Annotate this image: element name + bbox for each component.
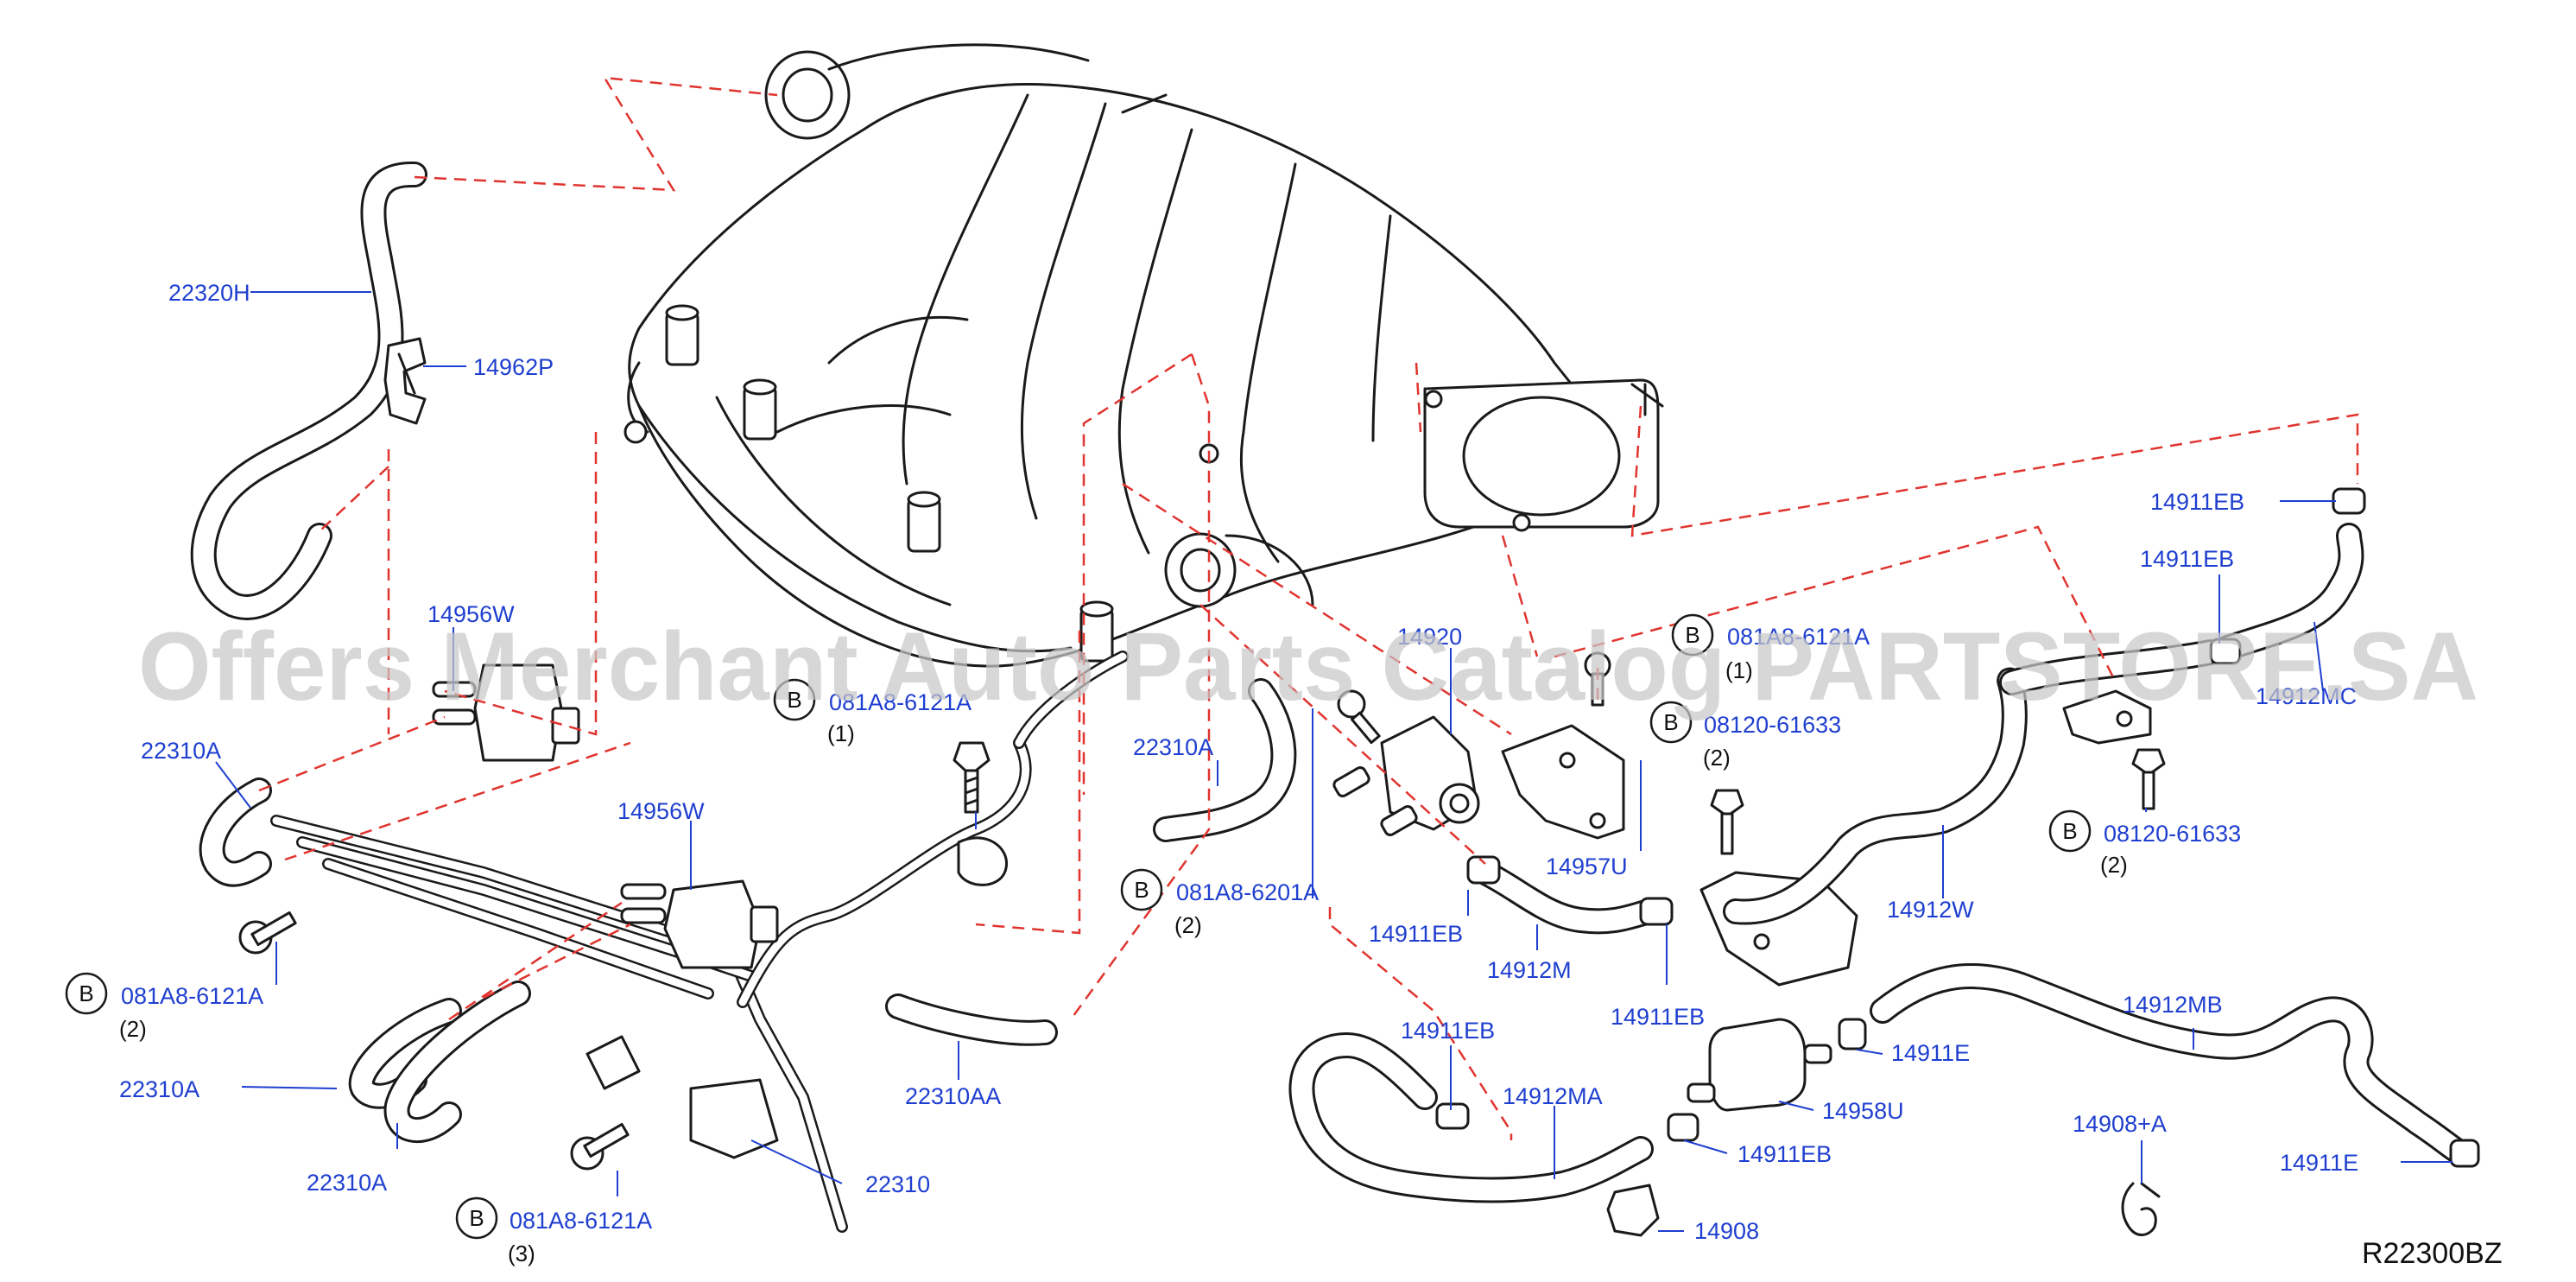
bolt-symbol-g: B	[2048, 809, 2092, 853]
hose-clamp-14911E-a-icon	[1838, 1018, 1867, 1050]
hose-clamp-14911EB-f-icon	[2209, 638, 2242, 665]
label-14908A[interactable]: 14908+A	[2073, 1111, 2167, 1137]
vacuum-hose-14912MA-icon	[1288, 1032, 1654, 1203]
label-14958U[interactable]: 14958U	[1822, 1098, 1904, 1124]
hose-clamp-14911EB-a-icon	[1466, 855, 1501, 885]
bolt-081A8-6121A-left-icon	[238, 911, 297, 955]
label-081A8-6121A-bottom[interactable]: 081A8-6121A	[510, 1208, 652, 1234]
label-081A8-6201A[interactable]: 081A8-6201A	[1176, 879, 1319, 905]
bracket-14912MC-icon	[2062, 689, 2152, 745]
label-22310[interactable]: 22310	[865, 1171, 930, 1197]
leader-lines	[215, 291, 2453, 1232]
bolt-symbol-a: B	[773, 678, 816, 721]
bolt-symbol-text: B	[787, 687, 801, 713]
label-22310AA[interactable]: 22310AA	[905, 1083, 1001, 1109]
label-14911EB-a[interactable]: 14911EB	[1369, 921, 1463, 947]
label-08120-61633-center[interactable]: 08120-61633	[1704, 712, 1841, 738]
label-081A8-6121A-left[interactable]: 081A8-6121A	[121, 983, 263, 1009]
bolt-symbol-text: B	[79, 981, 93, 1006]
bolt-symbol-text: B	[2062, 818, 2077, 844]
assembly-lines	[258, 76, 2359, 1140]
label-14920[interactable]: 14920	[1397, 624, 1462, 650]
vacuum-solenoid-valve-14956W-lower-icon	[620, 879, 779, 969]
label-14912M[interactable]: 14912M	[1487, 957, 1572, 983]
bolt-081A8-6121A-bottom-icon	[570, 1122, 630, 1171]
label-22310A-upper-left[interactable]: 22310A	[141, 738, 221, 764]
label-14912W[interactable]: 14912W	[1887, 897, 1974, 923]
hose-clamp-14911E-b-icon	[2449, 1139, 2480, 1168]
qty-081A8-6121A-right: (1)	[1725, 657, 1753, 683]
label-14908[interactable]: 14908	[1694, 1218, 1759, 1244]
bracket-14912W-icon	[1699, 871, 1858, 987]
bolt-08120-61633-right-icon	[2131, 748, 2166, 810]
hose-clamp-14911EB-c-icon	[1435, 1102, 1470, 1130]
intake-manifold-icon	[623, 43, 1664, 668]
hose-clamp-14911EB-d-icon	[1667, 1113, 1699, 1142]
label-081A8-6121A-right[interactable]: 081A8-6121A	[1727, 624, 1870, 650]
qty-081A8-6121A-left: (2)	[119, 1016, 147, 1042]
bolt-081A8-6121A-upper-icon	[953, 741, 991, 814]
bolt-symbol-text: B	[1663, 709, 1678, 735]
hose-clip-14908-icon	[1606, 1184, 1660, 1237]
bolt-08120-61633-center-icon	[1710, 789, 1744, 855]
label-14956W-lower[interactable]: 14956W	[617, 798, 705, 824]
label-14912MC[interactable]: 14912MC	[2256, 683, 2357, 709]
label-08120-61633-right[interactable]: 08120-61633	[2104, 821, 2241, 847]
label-22320H[interactable]: 22320H	[168, 280, 250, 306]
label-14911E-a[interactable]: 14911E	[1891, 1040, 1970, 1066]
bolt-symbol-text: B	[469, 1205, 484, 1231]
hose-clamp-14962P-icon	[383, 337, 427, 425]
bolt-symbol-b: B	[65, 972, 108, 1015]
vacuum-hose-14912MC-icon	[2215, 523, 2364, 661]
hose-clamp-14911EB-e-icon	[2332, 487, 2366, 515]
label-14956W-upper[interactable]: 14956W	[427, 601, 515, 627]
vacuum-hose-22310A-center-icon	[1153, 678, 1297, 842]
bolt-symbol-f: B	[1649, 701, 1693, 744]
label-14911EB-e[interactable]: 14911EB	[2150, 489, 2244, 515]
label-14957U[interactable]: 14957U	[1546, 854, 1628, 879]
bracket-14957U-icon	[1501, 724, 1625, 840]
label-22310A-lower-left[interactable]: 22310A	[119, 1076, 199, 1102]
label-14912MA[interactable]: 14912MA	[1503, 1083, 1603, 1109]
hose-clamp-14911EB-b-icon	[1639, 897, 1674, 926]
check-valve-14958U-icon	[1687, 1018, 1832, 1112]
bolt-symbol-e: B	[1671, 613, 1714, 657]
qty-081A8-6121A-upper: (1)	[827, 720, 855, 746]
label-14911EB-c[interactable]: 14911EB	[1401, 1018, 1495, 1044]
label-22310A-center[interactable]: 22310A	[1133, 734, 1213, 760]
vacuum-hose-22310A-lower-left-icon	[348, 981, 531, 1143]
label-22310A-bottom[interactable]: 22310A	[307, 1170, 387, 1196]
qty-08120-61633-right: (2)	[2100, 852, 2128, 878]
label-14962P[interactable]: 14962P	[473, 354, 554, 380]
qty-08120-61633-center: (2)	[1703, 745, 1731, 771]
bolt-symbol-c: B	[1120, 868, 1163, 911]
qty-081A8-6121A-bottom: (3)	[508, 1241, 535, 1266]
label-081A8-6121A-upper[interactable]: 081A8-6121A	[829, 689, 972, 715]
watermark: Offers Merchant Auto Parts Catalog PARTS…	[138, 612, 2478, 720]
bolt-symbol-text: B	[1685, 622, 1699, 648]
vacuum-hose-14912MB-icon	[1870, 963, 2474, 1166]
vacuum-hose-22310AA-icon	[885, 993, 1058, 1046]
bolt-symbol-d: B	[455, 1196, 498, 1240]
bracket-tube-assembly-icon	[585, 1035, 779, 1159]
bolt-symbol-text: B	[1134, 877, 1149, 903]
hose-clip-14908A-icon	[2121, 1182, 2161, 1236]
label-14911E-b[interactable]: 14911E	[2280, 1150, 2358, 1176]
bracket-tube-icon	[957, 836, 1008, 886]
label-14911EB-f[interactable]: 14911EB	[2140, 546, 2234, 572]
qty-081A8-6201A: (2)	[1174, 912, 1202, 938]
purge-control-valve-14920-icon	[1332, 689, 1480, 836]
label-14911EB-d[interactable]: 14911EB	[1737, 1141, 1832, 1167]
vacuum-hose-14912M-icon	[1472, 860, 1662, 935]
vacuum-hose-22320H-icon	[190, 162, 427, 620]
label-14912MB[interactable]: 14912MB	[2123, 992, 2223, 1018]
reference-code: R22300BZ	[2362, 1237, 2503, 1270]
label-14911EB-b[interactable]: 14911EB	[1611, 1004, 1705, 1030]
vacuum-hose-22310A-upper-left-icon	[199, 777, 272, 887]
